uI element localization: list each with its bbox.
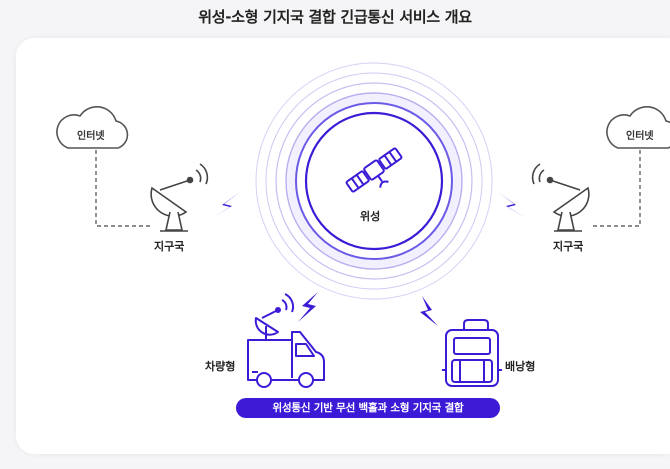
lightning-bolt-vehicle bbox=[298, 292, 318, 322]
station-right-label: 지구국 bbox=[553, 240, 584, 253]
diagram-title: 위성-소형 기지국 결합 긴급통신 서비스 개요 bbox=[198, 8, 472, 26]
cloud-right-icon bbox=[606, 105, 670, 149]
lightning-bolt-backpack bbox=[420, 296, 438, 326]
vehicle-label: 차량형 bbox=[205, 360, 236, 373]
backpack-label: 배낭형 bbox=[505, 360, 536, 373]
cloud-left-icon bbox=[56, 105, 129, 149]
station-right-icon bbox=[531, 163, 590, 232]
satellite-label: 위성 bbox=[360, 210, 381, 223]
backpack-icon bbox=[442, 319, 502, 387]
station-left-label: 지구국 bbox=[154, 240, 185, 253]
satellite-icon bbox=[345, 147, 403, 193]
cloud-left-label: 인터넷 bbox=[77, 131, 105, 142]
station-left-icon bbox=[150, 163, 209, 232]
vehicle-icon bbox=[247, 293, 325, 388]
lightning-bolt-right bbox=[498, 192, 526, 218]
summary-banner: 위성통신 기반 무선 백홀과 소형 기지국 결합 bbox=[236, 398, 500, 418]
connector-right bbox=[590, 150, 641, 227]
satellite-rings bbox=[255, 62, 493, 300]
cloud-right-label: 인터넷 bbox=[626, 131, 654, 142]
connector-left bbox=[95, 150, 150, 227]
lightning-bolt-left bbox=[212, 192, 240, 218]
